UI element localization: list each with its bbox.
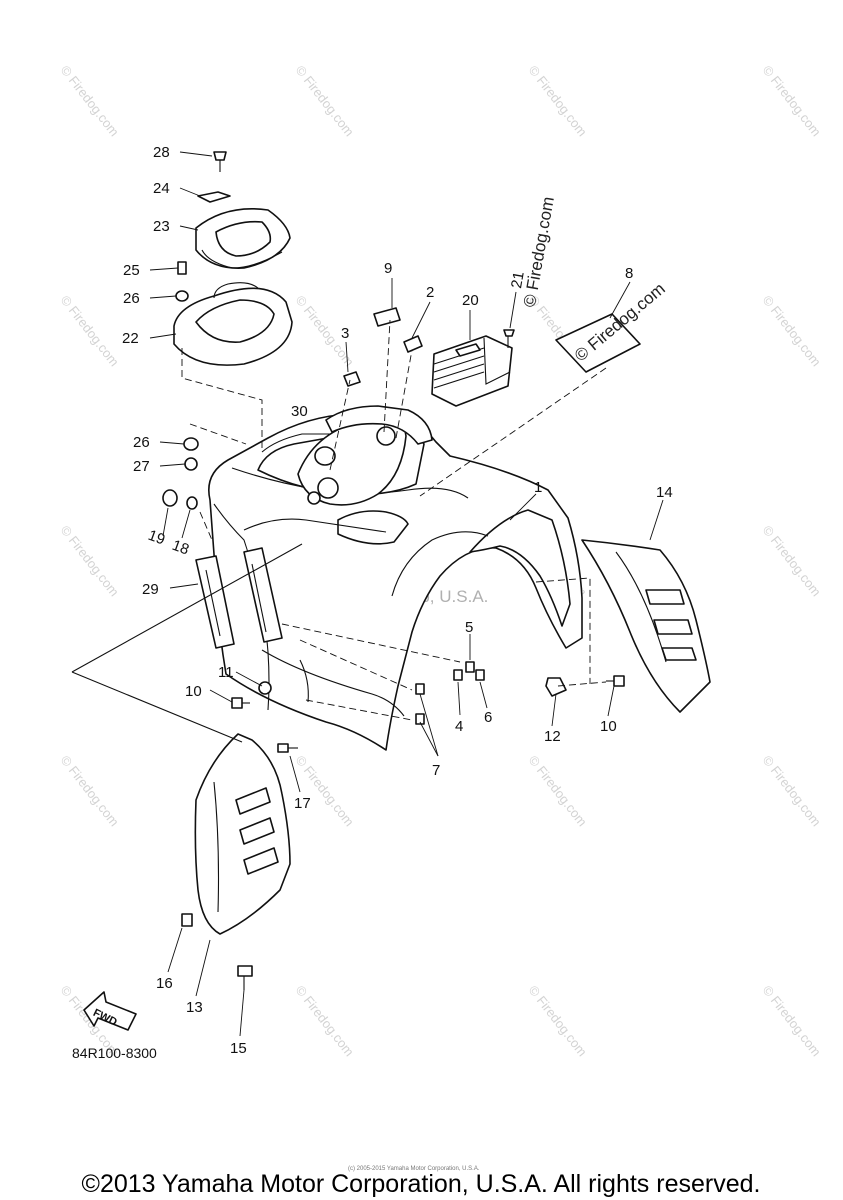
part-20-box (431, 335, 513, 407)
part-18-washer (186, 496, 198, 510)
converge-lines (71, 543, 303, 743)
part-8-label: © Firedog.com (555, 279, 669, 373)
label-28: 28 (153, 144, 170, 161)
label-29: 29 (142, 581, 159, 598)
part-19-nut (162, 489, 178, 507)
watermark-text: © Firedog.com (760, 63, 824, 140)
label-2: 2 (426, 284, 434, 301)
part-26-collar-top (175, 290, 189, 302)
label-10-right: 10 (600, 718, 617, 735)
part-30-grommet (314, 446, 336, 466)
leader-lines (149, 151, 664, 1037)
part-17-screw (277, 743, 298, 753)
part-24-plate (197, 191, 231, 203)
watermark-text: © Firedog.com (293, 753, 357, 830)
part-13-left-panel (194, 733, 291, 935)
label-23: 23 (153, 218, 170, 235)
part-number-labels: 28 24 23 25 26 22 9 2 20 21 8 3 30 26 27… (122, 144, 673, 1057)
copyright-footer: ©2013 Yamaha Motor Corporation, U.S.A. A… (82, 1170, 761, 1198)
part-7-clip-b (415, 713, 425, 725)
label-30: 30 (291, 403, 308, 420)
watermark-text: © Firedog.com (293, 983, 357, 1060)
part-9-pad (373, 307, 401, 327)
diagram-code: 84R100-8300 (72, 1045, 157, 1061)
label-16: 16 (156, 975, 173, 992)
part-10-bolt-left (231, 697, 250, 709)
label-5: 5 (465, 619, 473, 636)
label-3: 3 (341, 325, 349, 342)
label-10-left: 10 (185, 683, 202, 700)
part-4-clip (453, 669, 463, 681)
label-17: 17 (294, 795, 311, 812)
watermark-text: © Firedog.com (526, 63, 590, 140)
label-26: 26 (133, 434, 150, 451)
label-24: 24 (153, 180, 170, 197)
part-26-collar (183, 437, 199, 451)
fwd-arrow: FWD (83, 991, 137, 1031)
watermark-text: © Firedog.com (760, 753, 824, 830)
part-7-clip-a (415, 683, 425, 695)
label-6: 6 (484, 709, 492, 726)
label-18: 18 (170, 537, 191, 559)
tiny-copyright-note: (c) 2005-2015 Yamaha Motor Corporation, … (348, 1166, 480, 1172)
label-1: 1 (534, 479, 542, 496)
watermark-text: © Firedog.com (293, 63, 357, 140)
part-11-washer (258, 681, 272, 695)
part-16-collar (181, 913, 193, 927)
firedog-stamp: © Firedog.com (520, 195, 558, 308)
part-2-pad (403, 335, 423, 353)
part-6-clip (475, 669, 485, 681)
watermark-text: © Firedog.com (58, 753, 122, 830)
label-9: 9 (384, 260, 392, 277)
label-4: 4 (455, 718, 463, 735)
label-25: 25 (123, 262, 140, 279)
part-12-clip (545, 677, 567, 697)
label-19: 19 (146, 527, 167, 549)
label-27: 27 (133, 458, 150, 475)
watermark-text: © Firedog.com (526, 983, 590, 1060)
label-14: 14 (656, 484, 673, 501)
label-12: 12 (544, 728, 561, 745)
part-27-nut (184, 457, 198, 471)
watermark-text: © Firedog.com (58, 63, 122, 140)
label-8: 8 (625, 265, 633, 282)
part-15-bolt (237, 965, 253, 990)
part-3-pad (343, 371, 361, 387)
part-21-screw (503, 329, 515, 348)
label-7: 7 (432, 762, 440, 779)
label-21: 21 (508, 270, 528, 289)
label-22: 22 (122, 330, 139, 347)
part-22-housing (173, 282, 293, 366)
watermark-text: © Firedog.com (760, 293, 824, 370)
label-26-top: 26 (123, 290, 140, 307)
watermark-text: © Firedog.com (526, 753, 590, 830)
watermark-text: © Firedog.com (58, 293, 122, 370)
watermark-text: © Firedog.com (760, 523, 824, 600)
label-15: 15 (230, 1040, 247, 1057)
label-11: 11 (218, 664, 234, 681)
watermark-text: © Firedog.com (58, 523, 122, 600)
label-13: 13 (186, 999, 203, 1016)
watermark-text: © Firedog.com (760, 983, 824, 1060)
part-10-bolt-right (606, 675, 625, 687)
part-1-front-fender (208, 405, 583, 751)
part-28-screw (213, 151, 227, 172)
dashed-lines (181, 319, 607, 721)
part-14-right-panel (581, 539, 711, 713)
part-5-clip (465, 661, 475, 673)
part-23-cover (195, 208, 291, 269)
part-25-bolt (177, 261, 187, 275)
label-20: 20 (462, 292, 479, 309)
